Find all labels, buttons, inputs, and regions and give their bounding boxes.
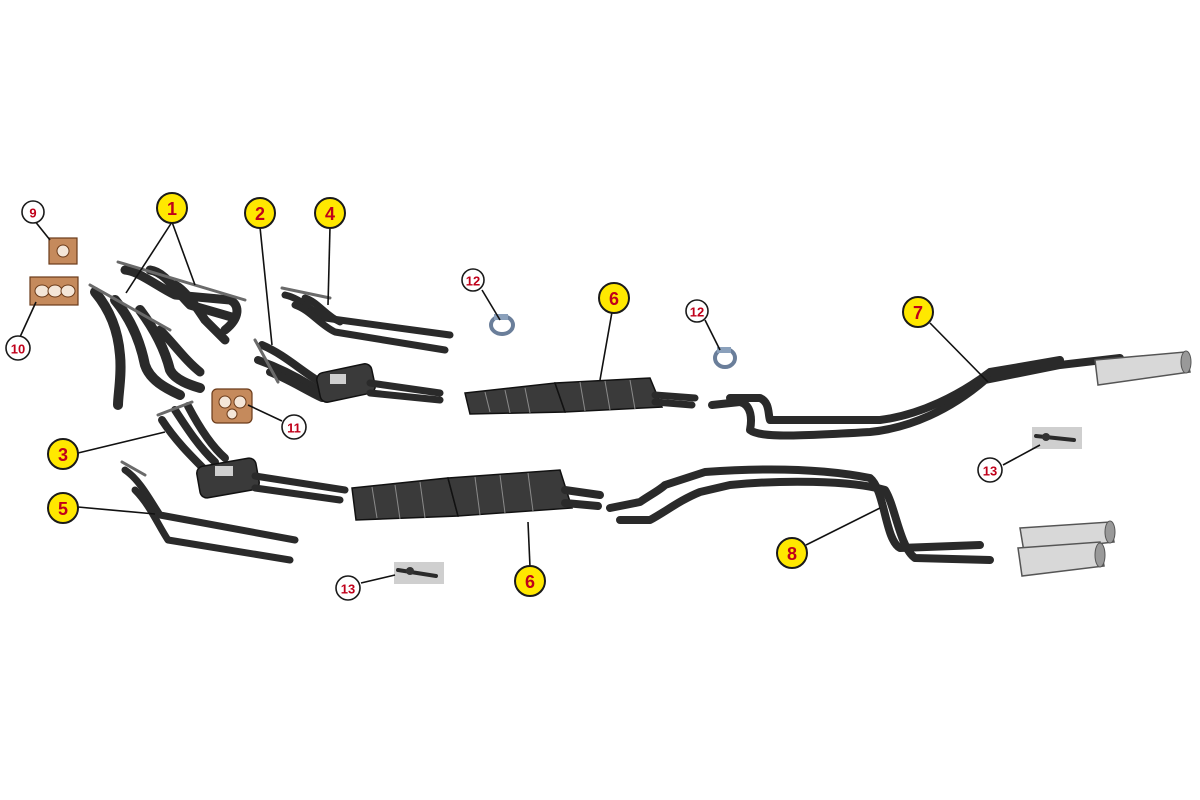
- svg-text:1: 1: [167, 199, 177, 219]
- svg-text:12: 12: [466, 274, 480, 289]
- callout-2: 2: [244, 197, 276, 229]
- part-9-gasket: [48, 237, 78, 265]
- part-8-tailpipe: [606, 465, 1116, 577]
- part-5-header-pipes: [120, 460, 299, 564]
- svg-text:4: 4: [325, 204, 335, 224]
- part-12-clamp-a: [489, 314, 515, 336]
- callout-11: 11: [281, 414, 307, 440]
- callout-12-right: 12: [685, 299, 709, 323]
- svg-text:2: 2: [255, 204, 265, 224]
- svg-text:13: 13: [341, 582, 355, 597]
- svg-text:3: 3: [58, 445, 68, 465]
- callout-13-right: 13: [977, 457, 1003, 483]
- callout-4: 4: [314, 197, 346, 229]
- callout-6-lower: 6: [514, 565, 546, 597]
- svg-text:12: 12: [690, 305, 704, 320]
- callout-7: 7: [902, 296, 934, 328]
- part-3-header-muffler: [156, 400, 349, 504]
- callout-6-upper: 6: [598, 282, 630, 314]
- part-10-gasket: [29, 276, 79, 306]
- svg-text:8: 8: [787, 544, 797, 564]
- svg-text:10: 10: [11, 342, 25, 357]
- callout-9: 9: [21, 200, 45, 224]
- callout-8: 8: [776, 537, 808, 569]
- part-7-tailpipe: [708, 350, 1192, 440]
- svg-text:7: 7: [913, 303, 923, 323]
- svg-text:5: 5: [58, 499, 68, 519]
- svg-text:6: 6: [525, 572, 535, 592]
- leader-lines: [19, 219, 1041, 584]
- svg-text:9: 9: [29, 206, 36, 221]
- svg-text:6: 6: [609, 289, 619, 309]
- part-4-header-pipes: [280, 286, 454, 354]
- callout-1: 1: [156, 192, 188, 224]
- svg-text:13: 13: [983, 464, 997, 479]
- part-1-headers: [88, 260, 247, 410]
- part-13-hanger-b: [394, 562, 444, 584]
- callout-5: 5: [47, 492, 79, 524]
- part-13-hanger-a: [1032, 427, 1082, 449]
- callout-3: 3: [47, 438, 79, 470]
- part-2-header-muffler: [253, 338, 444, 404]
- part-12-clamp-b: [713, 347, 737, 369]
- part-6-mufflers-upper: [464, 377, 699, 415]
- callout-13-left: 13: [335, 575, 361, 601]
- svg-text:11: 11: [287, 421, 301, 436]
- part-6-mufflers-lower: [351, 469, 604, 521]
- callout-10: 10: [5, 335, 31, 361]
- part-11-gasket: [211, 388, 253, 424]
- callout-12-left: 12: [461, 268, 485, 292]
